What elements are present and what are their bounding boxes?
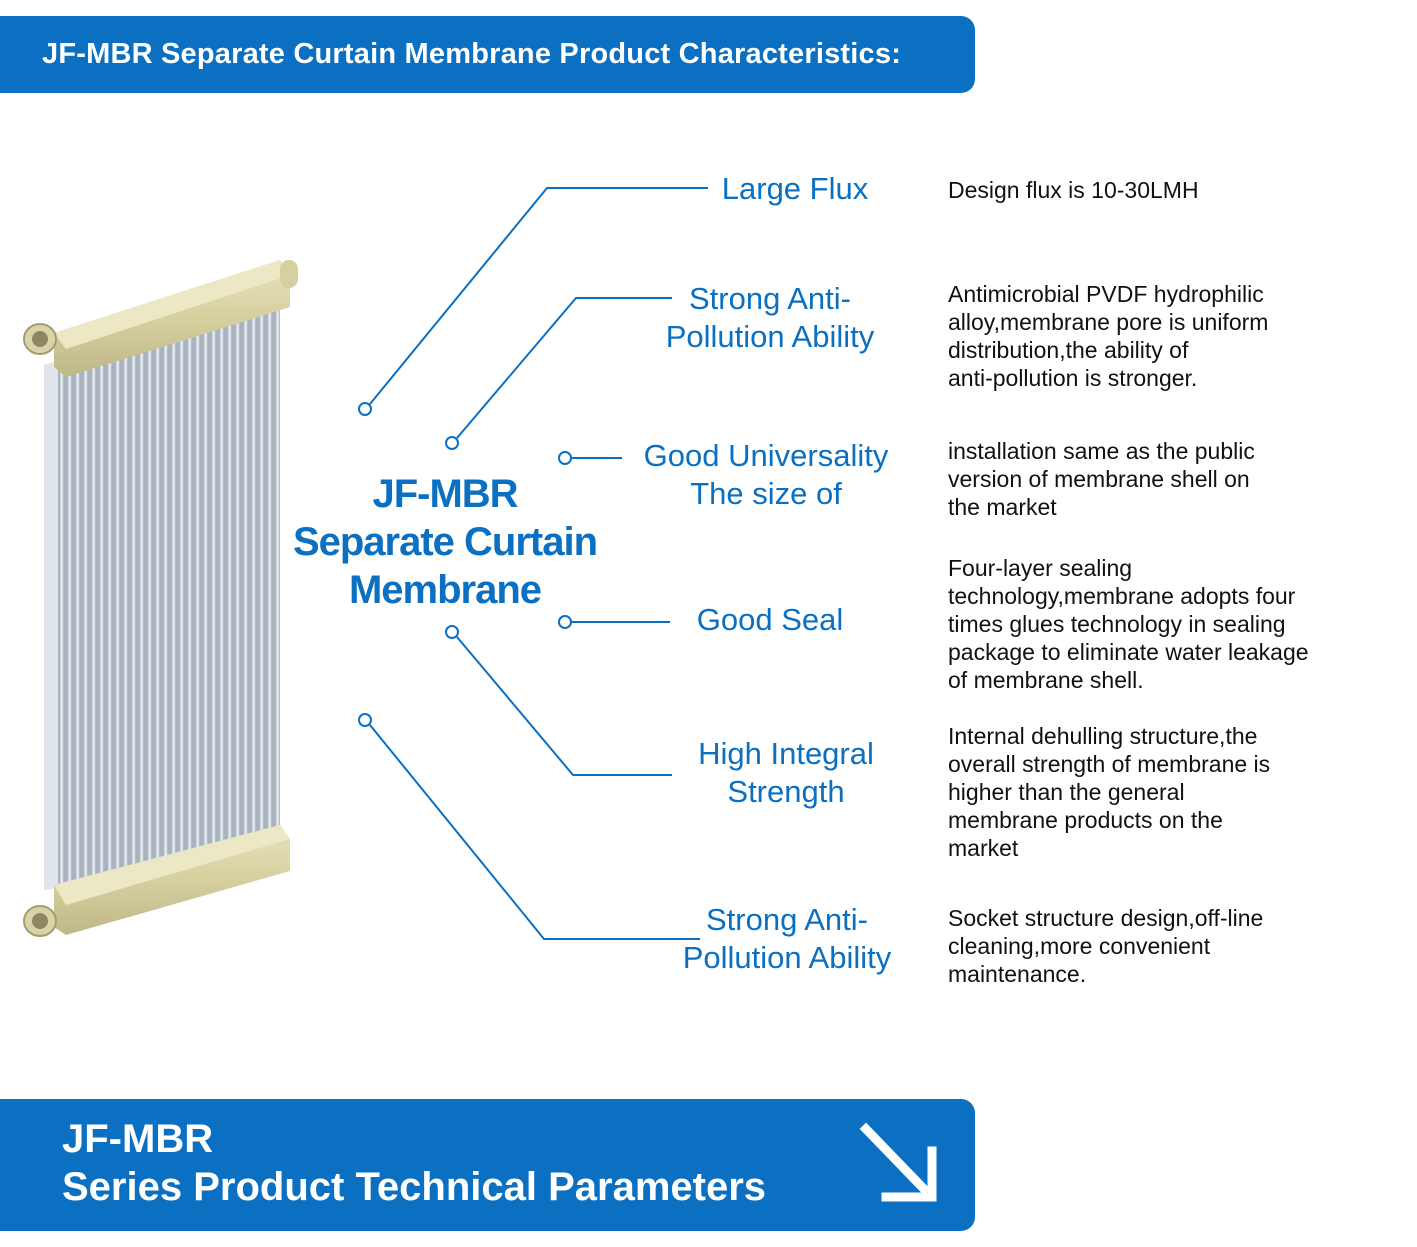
feature-anti-pollution-2: Strong Anti- Pollution Ability [655,901,919,977]
desc-good-universality: installation same as the public version … [948,437,1255,521]
feature-anti-pollution-1: Strong Anti- Pollution Ability [640,280,900,356]
desc-large-flux: Design flux is 10-30LMH [948,176,1199,204]
footer-title-line-2: Series Product Technical Parameters [62,1165,767,1209]
feature-name-line: Strong Anti- [689,281,851,316]
feature-name-line: Strength [727,774,845,809]
arrow-down-right-icon [859,1122,937,1202]
feature-name-line: Strong Anti- [706,902,868,937]
desc-line: version of membrane shell on [948,466,1250,492]
feature-good-universality: Good Universality The size of [628,437,904,513]
desc-line: installation same as the public [948,438,1255,464]
feature-name-line: Pollution Ability [665,319,875,354]
feature-high-integral-strength: High Integral Strength [672,735,900,811]
feature-large-flux: Large Flux [690,170,900,208]
desc-line: package to eliminate water leakage [948,639,1309,665]
desc-line: Four-layer sealing [948,555,1133,581]
desc-line: distribution,the ability of [948,337,1189,363]
desc-line: of membrane shell. [948,667,1144,693]
desc-good-seal: Four-layer sealing technology,membrane a… [948,554,1309,694]
desc-line: maintenance. [948,961,1087,987]
feature-name-line: Good Universality [643,438,889,473]
desc-line: the market [948,494,1057,520]
desc-line: Design flux is 10-30LMH [948,177,1199,203]
header-title: JF-MBR Separate Curtain Membrane Product… [42,38,902,70]
desc-line: Socket structure design,off-line [948,905,1264,931]
desc-line: times glues technology in sealing [948,611,1286,637]
desc-line: market [948,835,1019,861]
membrane-module-illustration [23,260,298,937]
center-title-line-3: Membrane [348,568,542,612]
desc-line: Antimicrobial PVDF hydrophilic [948,281,1264,307]
feature-good-seal: Good Seal [670,601,870,639]
desc-line: overall strength of membrane is [948,751,1271,777]
desc-line: cleaning,more convenient [948,933,1211,959]
desc-line: technology,membrane adopts four [948,583,1296,609]
feature-name-line: Pollution Ability [682,940,892,975]
footer-title-line-1: JF-MBR [62,1117,214,1161]
center-title-line-2: Separate Curtain [292,520,598,564]
feature-name-line: Large Flux [721,171,869,206]
desc-anti-pollution-2: Socket structure design,off-line cleanin… [948,904,1263,988]
desc-line: membrane products on the [948,807,1223,833]
desc-line: Internal dehulling structure,the [948,723,1258,749]
desc-anti-pollution-1: Antimicrobial PVDF hydrophilic alloy,mem… [948,280,1268,392]
header-banner: JF-MBR Separate Curtain Membrane Product… [0,16,975,93]
feature-name-line: High Integral [698,736,874,771]
feature-name-line: The size of [690,476,842,511]
desc-line: alloy,membrane pore is uniform [948,309,1269,335]
center-title-line-1: JF-MBR [372,472,518,516]
footer-banner: JF-MBR Series Product Technical Paramete… [0,1099,975,1231]
desc-line: higher than the general [948,779,1185,805]
desc-high-integral-strength: Internal dehulling structure,the overall… [948,722,1270,862]
feature-name-line: Good Seal [696,602,844,637]
desc-line: anti-pollution is stronger. [948,365,1198,391]
